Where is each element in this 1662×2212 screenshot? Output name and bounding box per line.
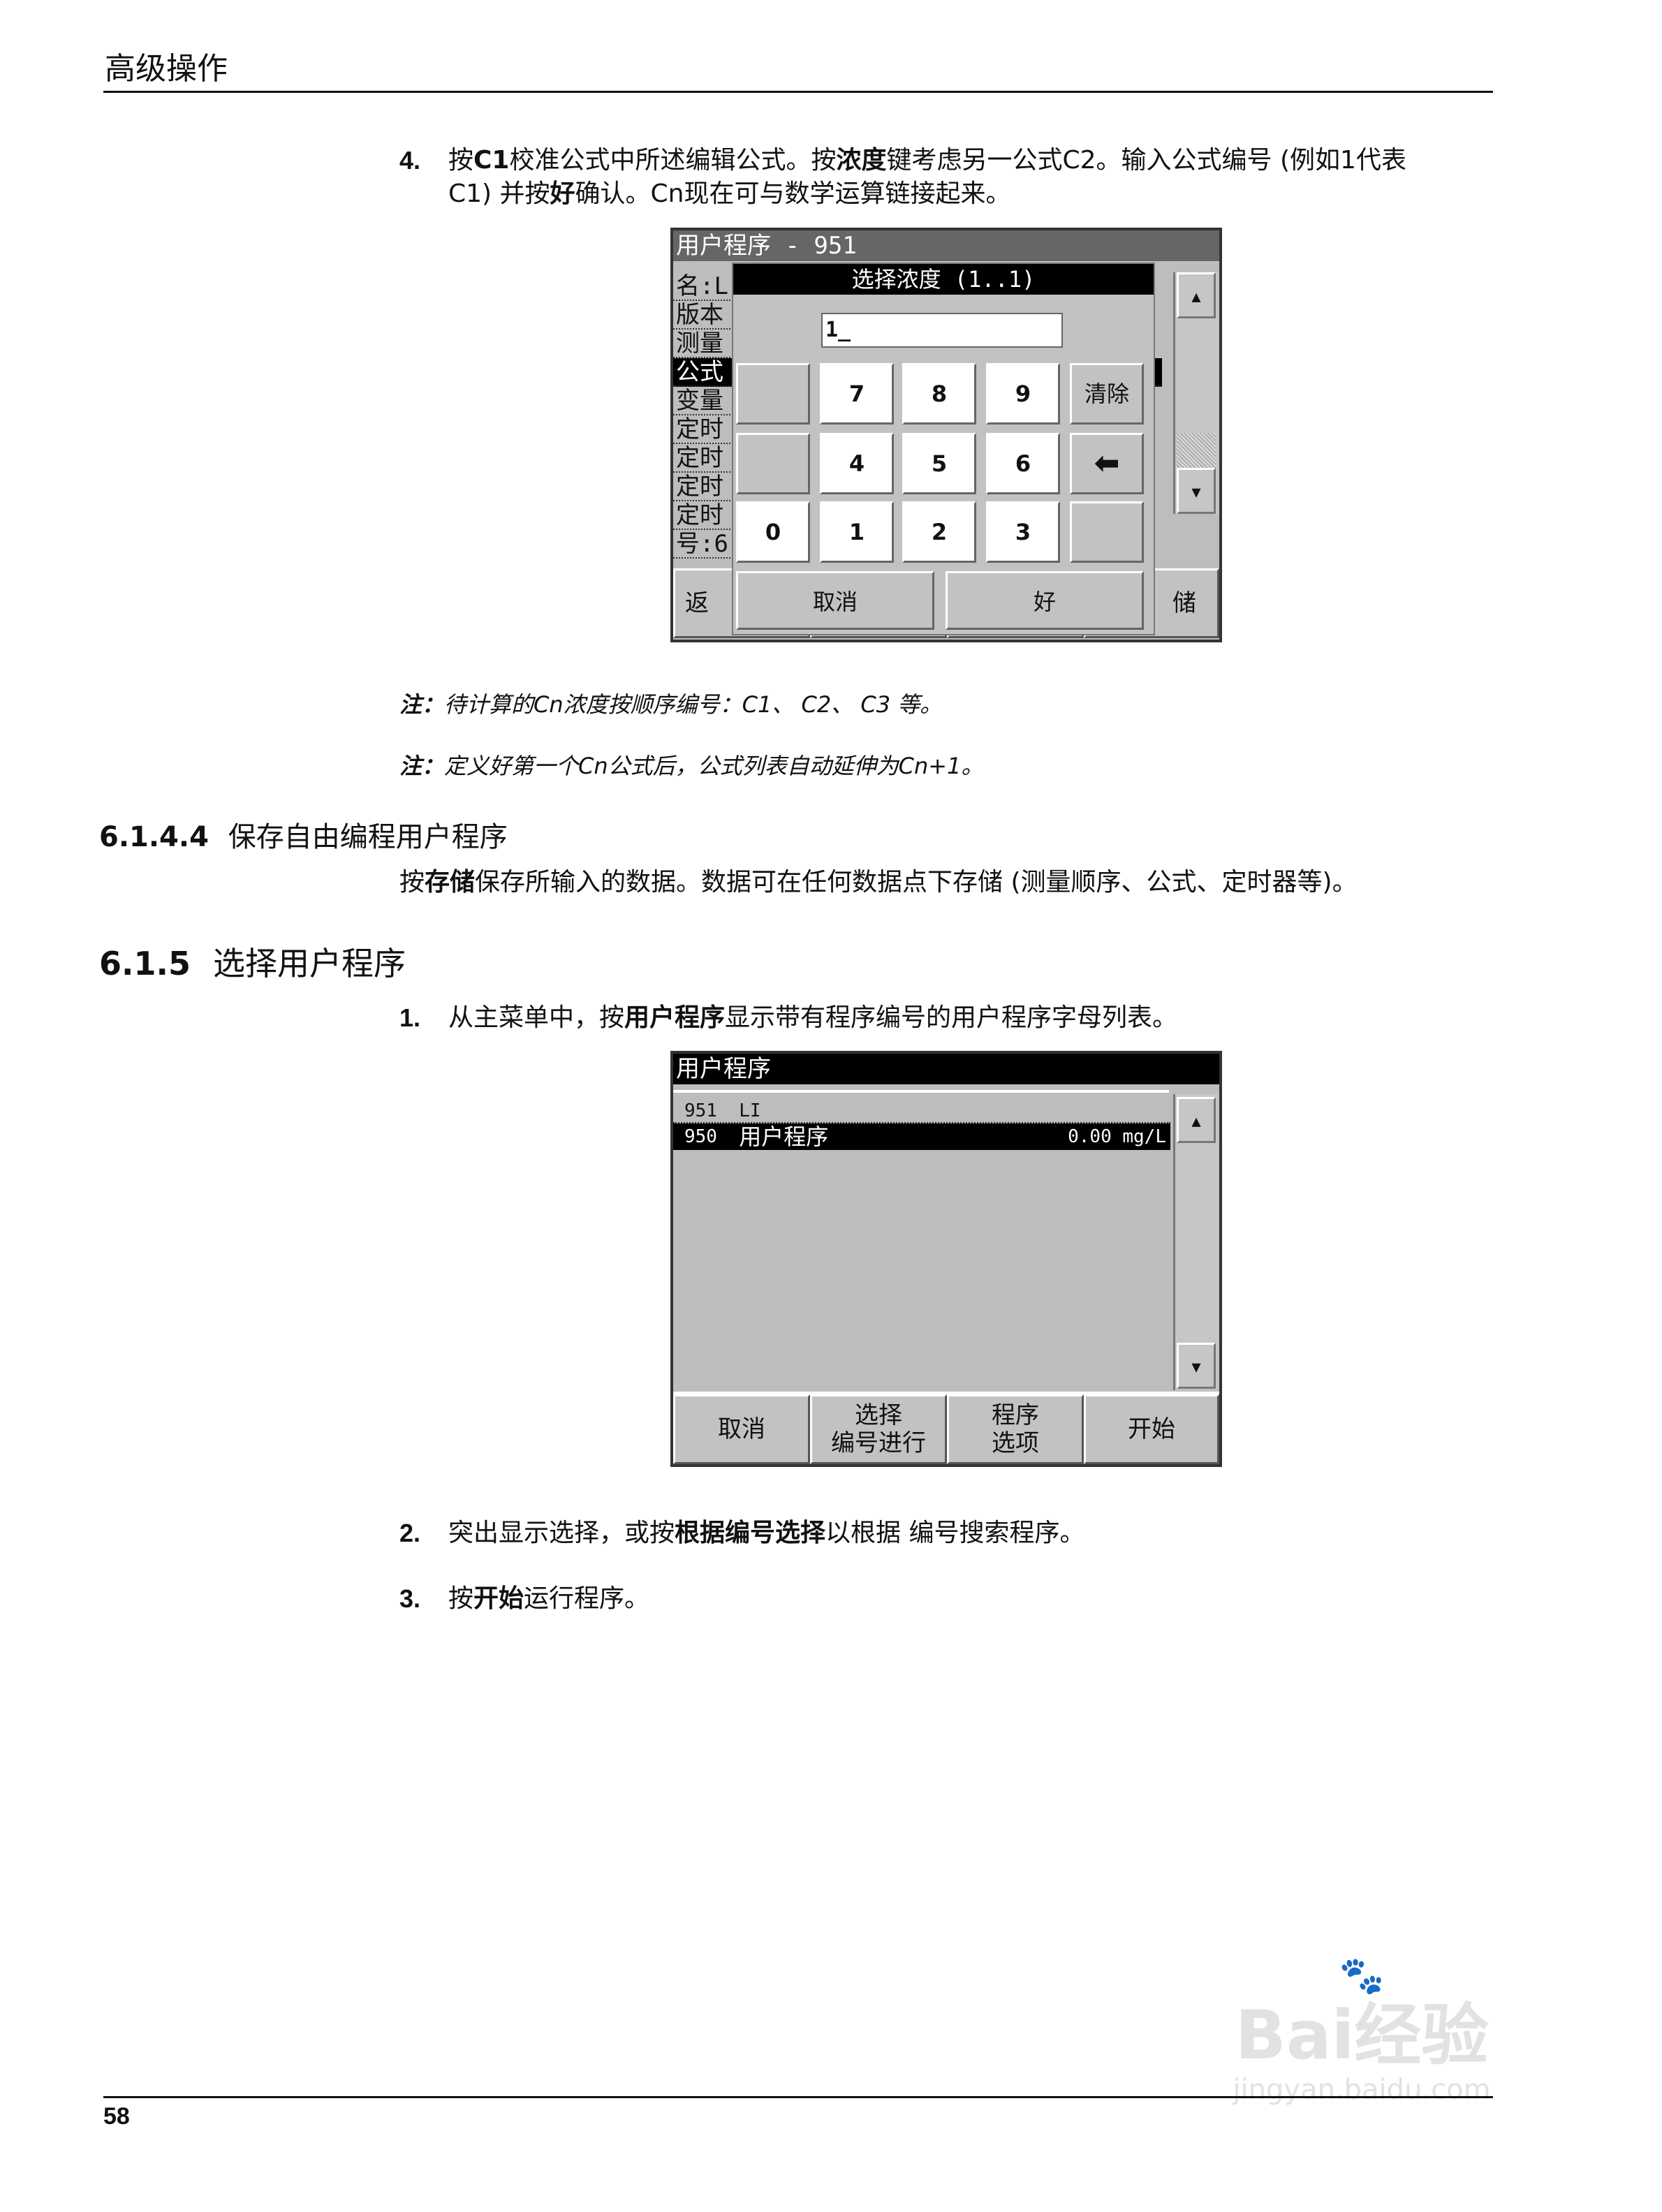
- step-number: 1.: [399, 1003, 421, 1032]
- concentration-input[interactable]: 1_: [821, 313, 1063, 348]
- key-5[interactable]: 5: [902, 433, 976, 494]
- device-screen-concentration: 用户程序 - 951 名:L 版本 测量 公式 变量 定时 定时 定时 定时 号…: [670, 228, 1222, 642]
- footer-divider: [103, 2096, 1493, 2098]
- cancel-button[interactable]: 取消: [673, 1394, 810, 1464]
- scroll-thumb[interactable]: [1177, 433, 1216, 468]
- header-divider: [103, 91, 1493, 93]
- step-text: 按C1校准公式中所述编辑公式。按浓度键考虑另一公式C2。输入公式编号 (例如1代…: [448, 146, 1406, 175]
- select-by-number-button[interactable]: 选择 编号进行: [810, 1394, 947, 1464]
- key-8[interactable]: 8: [902, 363, 976, 425]
- key-9[interactable]: 9: [986, 363, 1060, 425]
- program-options-button[interactable]: 程序 选项: [947, 1394, 1084, 1464]
- key-2[interactable]: 2: [902, 501, 976, 563]
- step-number: 2.: [399, 1519, 421, 1547]
- divider: [673, 1392, 1219, 1394]
- screen-title: 用户程序: [673, 1054, 1219, 1084]
- step-number: 3.: [399, 1584, 421, 1613]
- screen-title: 用户程序 - 951: [673, 230, 1219, 261]
- concentration-dialog: 选择浓度 (1..1) 1_ 7 8 9 清除 4 5 6 ⬅ 0 1 2 3 …: [732, 263, 1155, 635]
- key-1[interactable]: 1: [820, 501, 894, 563]
- divider: [673, 1090, 1169, 1093]
- key-6[interactable]: 6: [986, 433, 1060, 494]
- paw-icon: 🐾: [1339, 1955, 1385, 1997]
- dialog-title: 选择浓度 (1..1): [733, 264, 1154, 295]
- section-heading-6-1-5: 6.1.5 选择用户程序: [99, 945, 406, 982]
- list-row[interactable]: 定时: [673, 444, 736, 473]
- scrollbar[interactable]: ▲ ▼: [1173, 272, 1219, 514]
- paragraph: 按存储保存所输入的数据。数据可在任何数据点下存储 (测量顺序、公式、定时器等)。: [399, 868, 1358, 897]
- list-row[interactable]: 定时: [673, 473, 736, 501]
- key-7[interactable]: 7: [820, 363, 894, 425]
- scroll-down-icon[interactable]: ▼: [1177, 468, 1216, 514]
- step-text: 突出显示选择，或按根据编号选择以根据 编号搜索程序。: [448, 1519, 1085, 1547]
- list-row[interactable]: 版本: [673, 301, 736, 330]
- section-heading-6-1-4-4: 6.1.4.4 保存自由编程用户程序: [99, 821, 508, 853]
- scrollbar[interactable]: ▲ ▼: [1173, 1094, 1219, 1390]
- program-list-item[interactable]: 951 LI: [673, 1098, 1170, 1123]
- blank-key: [736, 363, 810, 425]
- store-button-label: 储: [1172, 589, 1196, 617]
- list-row[interactable]: 名:L: [673, 272, 736, 301]
- step-text: 按开始运行程序。: [448, 1584, 650, 1613]
- key-3[interactable]: 3: [986, 501, 1060, 563]
- page-header-title: 高级操作: [105, 51, 228, 87]
- step-text-line2: C1) 并按好确认。Cn现在可与数学运算链接起来。: [448, 179, 1011, 208]
- watermark-text: Bai经验: [1235, 1996, 1489, 2074]
- blank-key: [1070, 501, 1144, 563]
- step-text: 从主菜单中，按用户程序显示带有程序编号的用户程序字母列表。: [448, 1003, 1178, 1032]
- baidu-watermark-logo: 🐾 Bai经验 jingyan.baidu.com: [1166, 1955, 1557, 2151]
- note: 注：待计算的Cn浓度按顺序编号：C1、 C2、 C3 等。: [399, 691, 943, 718]
- dialog-ok-button[interactable]: 好: [946, 571, 1144, 630]
- scroll-down-icon[interactable]: ▼: [1177, 1343, 1216, 1389]
- clear-button[interactable]: 清除: [1070, 363, 1144, 425]
- list-row[interactable]: 定时: [673, 415, 736, 444]
- key-4[interactable]: 4: [820, 433, 894, 494]
- watermark-url: jingyan.baidu.com: [1233, 2074, 1491, 2106]
- scroll-up-icon[interactable]: ▲: [1177, 272, 1216, 318]
- list-row[interactable]: 变量: [673, 387, 736, 415]
- back-button-label: 返: [685, 589, 709, 617]
- step-number: 4.: [399, 146, 421, 175]
- note: 注：定义好第一个Cn公式后，公式列表自动延伸为Cn+1。: [399, 753, 984, 779]
- key-0[interactable]: 0: [736, 501, 810, 563]
- scroll-up-icon[interactable]: ▲: [1177, 1097, 1216, 1143]
- blank-key: [736, 433, 810, 494]
- dialog-cancel-button[interactable]: 取消: [736, 571, 934, 630]
- page-number: 58: [103, 2103, 130, 2130]
- backspace-arrow-icon[interactable]: ⬅: [1070, 433, 1144, 494]
- list-row[interactable]: 定时: [673, 501, 736, 530]
- start-button[interactable]: 开始: [1084, 1394, 1219, 1464]
- list-row[interactable]: 测量: [673, 330, 736, 358]
- list-row[interactable]: 号:6: [673, 530, 736, 559]
